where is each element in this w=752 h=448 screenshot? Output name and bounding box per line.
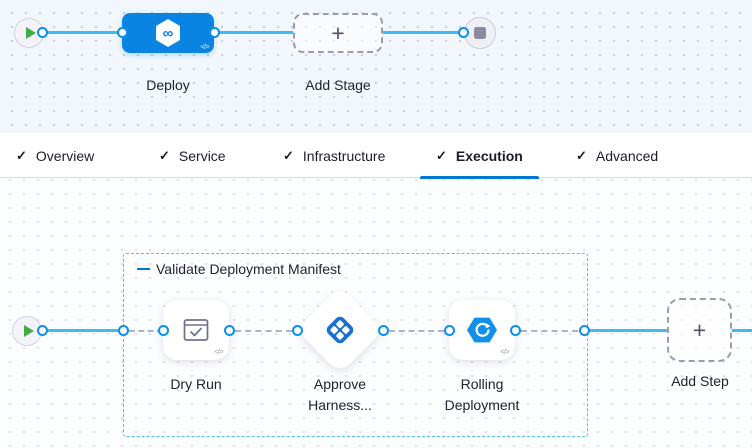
stage-label: Deploy (146, 77, 190, 93)
tab-overview[interactable]: ✓ Overview (0, 133, 110, 178)
start-out-port[interactable] (37, 325, 48, 336)
step-label-line: Harness... (308, 397, 372, 413)
tab-advanced[interactable]: ✓ Advanced (560, 133, 674, 178)
cd-stage-icon: ∞ (156, 19, 180, 47)
check-icon: ✓ (576, 147, 587, 163)
step-in-port[interactable] (292, 325, 303, 336)
end-in-port[interactable] (458, 27, 469, 38)
tab-execution[interactable]: ✓ Execution (420, 133, 539, 179)
connector (129, 330, 163, 332)
stage-in-port[interactable] (117, 27, 128, 38)
connector (42, 31, 123, 34)
rolling-deployment-icon (467, 317, 497, 343)
tab-label: Advanced (595, 147, 659, 164)
dry-run-icon (183, 319, 209, 341)
infinity-glyph: ∞ (162, 24, 174, 42)
plus-icon: + (331, 19, 345, 46)
stop-icon (474, 27, 486, 39)
add-stage-button[interactable]: + (293, 13, 383, 53)
connector (389, 330, 444, 332)
check-icon: ✓ (436, 147, 447, 163)
connector (383, 31, 463, 34)
step-out-port[interactable] (510, 325, 521, 336)
stage-node-deploy[interactable]: ∞ </> (122, 13, 214, 53)
play-icon (23, 325, 34, 337)
step-label: Dry Run (146, 374, 246, 395)
tab-label: Overview (35, 147, 95, 164)
play-icon (25, 27, 36, 39)
group-in-port[interactable] (118, 325, 129, 336)
code-icon[interactable]: </> (500, 349, 509, 356)
step-label-line: Approve (313, 376, 367, 392)
step-node-dry-run[interactable]: </> (163, 300, 229, 360)
code-icon[interactable]: </> (214, 349, 223, 356)
step-label: Rolling Deployment (432, 374, 532, 416)
execution-canvas[interactable]: Validate Deployment Manifest </> (0, 178, 752, 448)
add-stage-label: Add Stage (305, 77, 371, 93)
start-out-port[interactable] (37, 27, 48, 38)
stage-config-tabbar: ✓ Overview ✓ Service ✓ Infrastructure ✓ … (0, 133, 752, 179)
collapse-group-icon[interactable] (137, 267, 150, 271)
connector (214, 31, 293, 34)
step-out-port[interactable] (378, 325, 389, 336)
code-icon[interactable]: </> (200, 44, 209, 51)
step-in-port[interactable] (444, 325, 455, 336)
connector (732, 329, 752, 332)
step-label-line: Rolling (460, 376, 504, 392)
connector (42, 329, 123, 332)
pipeline-end-node[interactable] (464, 17, 496, 49)
group-out-port[interactable] (579, 325, 590, 336)
add-step-button[interactable]: + (667, 298, 732, 362)
connector (589, 329, 667, 332)
plus-icon: + (692, 316, 707, 343)
step-label-line: Dry Run (170, 376, 222, 392)
check-icon: ✓ (283, 147, 294, 163)
tab-label: Infrastructure (302, 147, 386, 164)
stage-canvas[interactable]: ∞ </> + Deploy Add Stage (0, 0, 752, 133)
active-tab-underline (420, 176, 539, 179)
tab-label: Service (178, 147, 226, 164)
step-node-rolling-deployment[interactable]: </> (449, 300, 515, 360)
add-step-label: Add Step (671, 373, 729, 389)
check-icon: ✓ (16, 147, 27, 163)
connector (521, 330, 578, 332)
harness-approval-icon (326, 316, 354, 344)
step-out-port[interactable] (224, 325, 235, 336)
tab-label: Execution (455, 147, 523, 164)
check-icon: ✓ (159, 147, 170, 163)
tab-infrastructure[interactable]: ✓ Infrastructure (267, 133, 401, 178)
tab-service[interactable]: ✓ Service (143, 133, 242, 178)
stage-out-port[interactable] (209, 27, 220, 38)
step-in-port[interactable] (158, 325, 169, 336)
step-group-title: Validate Deployment Manifest (156, 261, 341, 277)
step-label-line: Deployment (444, 397, 520, 413)
step-group-validate-deployment-manifest[interactable]: Validate Deployment Manifest (123, 253, 588, 437)
step-label: Approve Harness... (290, 374, 390, 416)
connector (235, 330, 292, 332)
